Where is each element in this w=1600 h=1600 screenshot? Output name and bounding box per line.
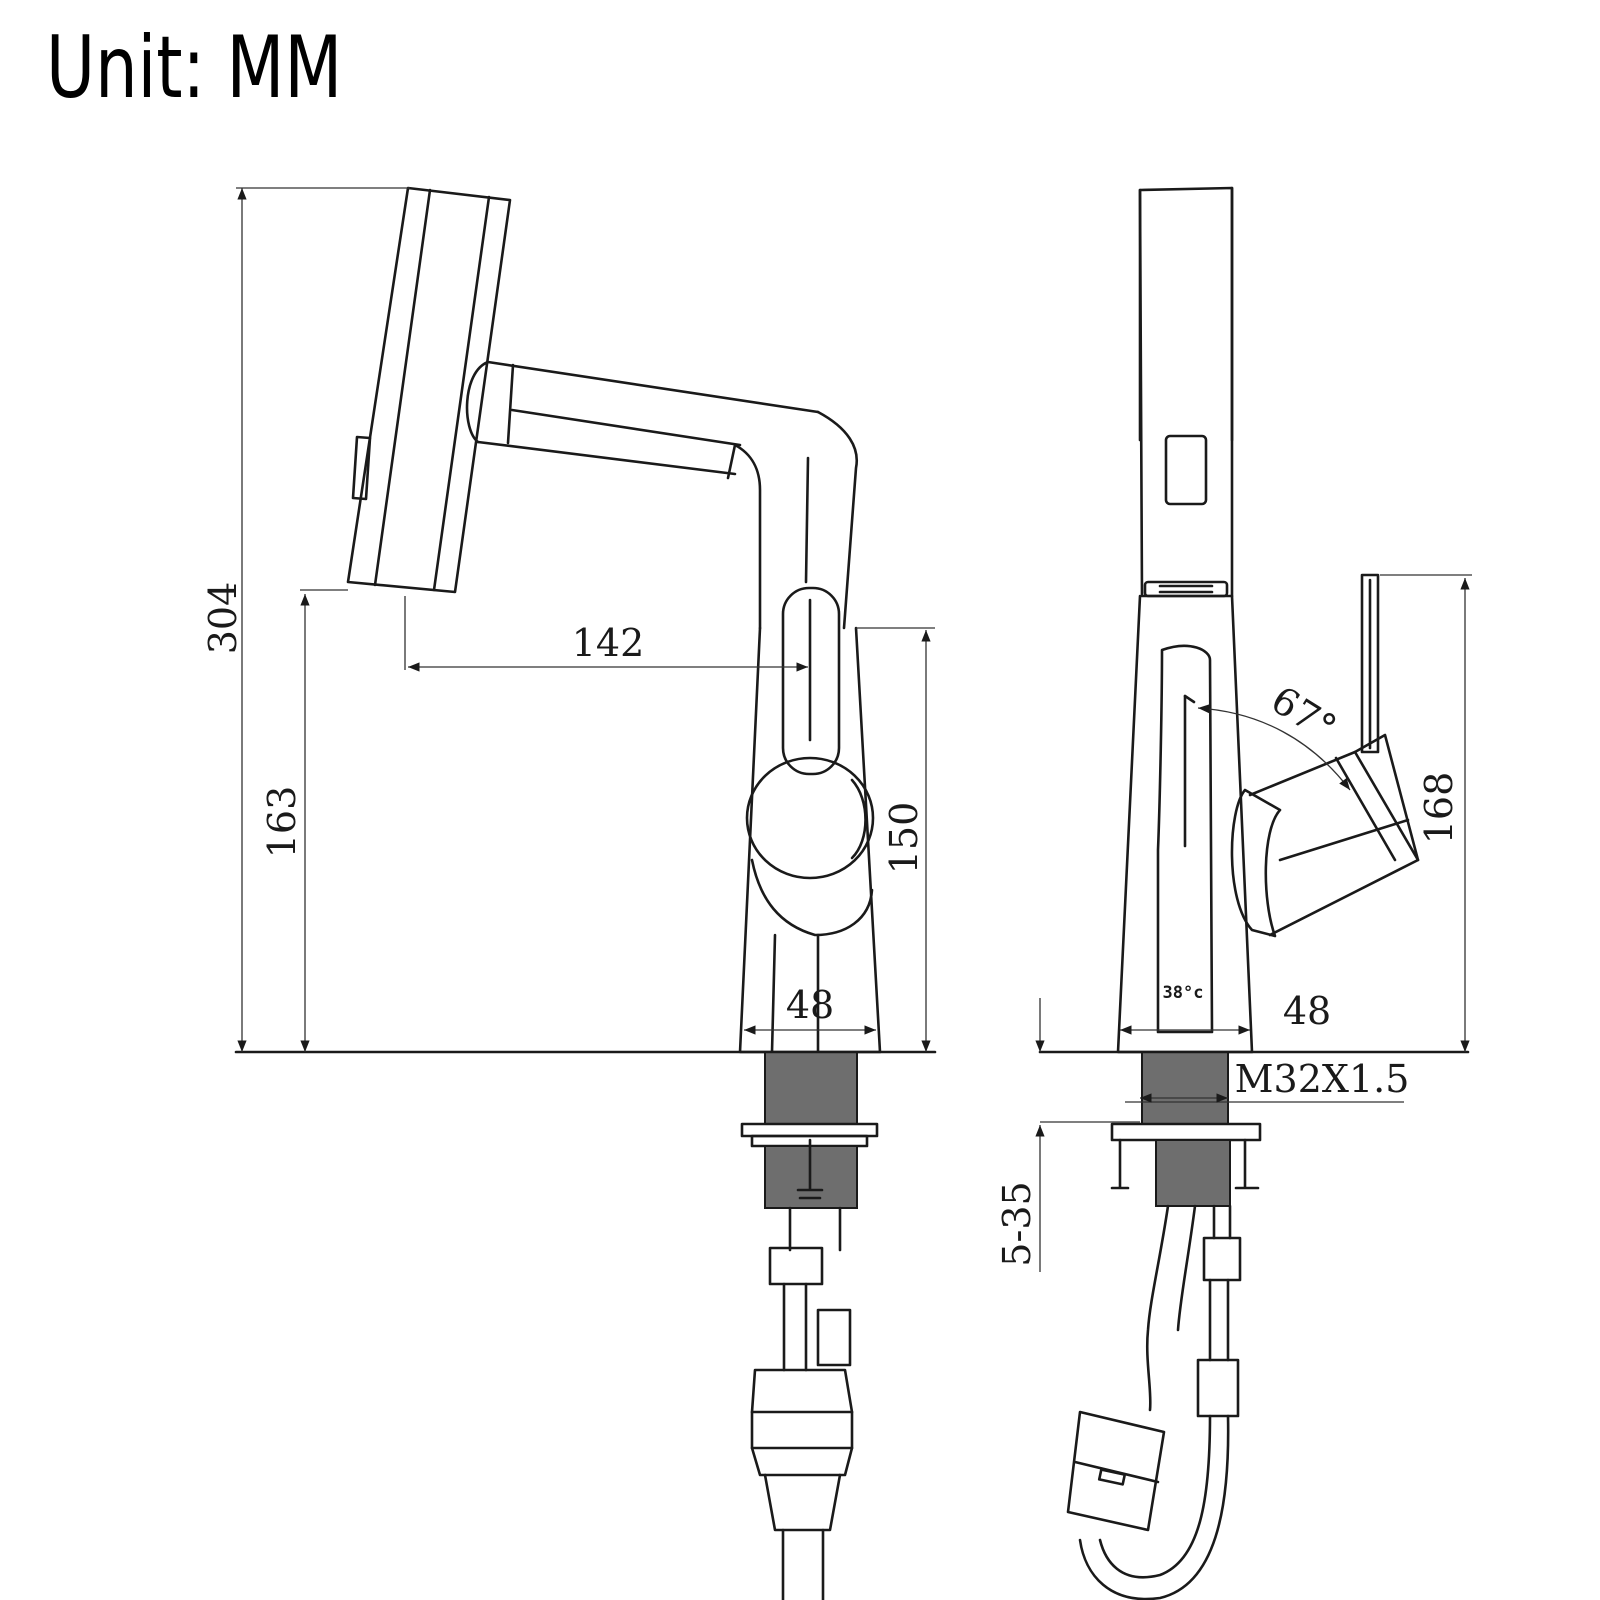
dim-reach: 142 [572, 621, 645, 665]
front-handle [1230, 573, 1420, 938]
temperature-display: 38°c [1163, 983, 1204, 1003]
front-dimensions [1035, 574, 1472, 1272]
dim-deck-thickness: 5-35 [995, 1181, 1039, 1266]
page-title: Unit: MM [46, 18, 343, 118]
dim-handle-angle: 67° [1264, 677, 1344, 750]
front-view: 38°c [995, 186, 1472, 1600]
front-shank [1066, 1051, 1262, 1600]
dim-handle-height: 168 [1417, 772, 1461, 845]
side-spout-arm [465, 360, 859, 630]
dim-side-base-width: 48 [786, 983, 834, 1027]
side-shank [740, 1051, 879, 1600]
side-spray-head [346, 186, 512, 594]
dim-total-height: 304 [201, 582, 245, 655]
side-dimensions [236, 187, 935, 1052]
dim-thread: M32X1.5 [1235, 1057, 1410, 1101]
side-view: 304 163 142 150 48 [201, 186, 937, 1600]
front-body: 38°c [1116, 594, 1254, 1054]
dim-outlet-height: 163 [260, 786, 304, 859]
dim-body-height: 150 [882, 802, 926, 875]
dim-front-base-width: 48 [1283, 989, 1331, 1033]
front-spray-head [1138, 186, 1234, 598]
